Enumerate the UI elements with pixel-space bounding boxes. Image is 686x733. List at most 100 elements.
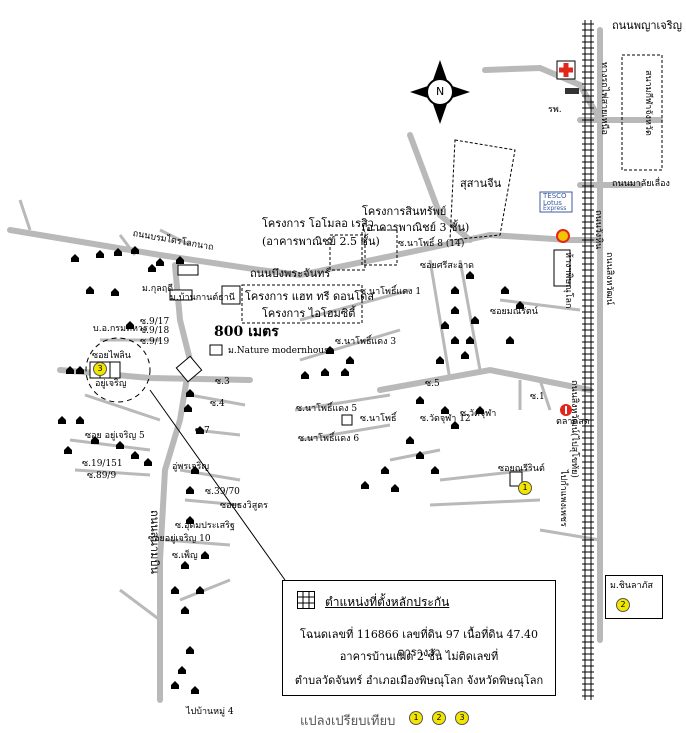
comparison-marker-1: 1 [409, 711, 423, 725]
house-icon [326, 346, 334, 354]
soi-label: ซ.89/9 [87, 471, 117, 481]
soi-label: ซ.7 [195, 426, 210, 436]
soi-label: ซ.นาโพธิ์ 8 (14) [398, 239, 465, 249]
building-blocks [169, 249, 571, 487]
house-icon [184, 404, 192, 412]
soi-label: อู่พรเจริญ [172, 462, 210, 472]
soi-label: บ.อ.กรมทหาร [93, 324, 148, 334]
tesco-line2: Lotus [543, 199, 562, 207]
house-icon [178, 666, 186, 674]
comparison-marker-map-2: 2 [616, 598, 630, 612]
house-icon [66, 366, 74, 374]
house-icon [131, 246, 139, 254]
project-4-label: โครงการ ไอโฮมซิตี้ [262, 307, 356, 320]
road-label-rail: ทางรถไฟสายเหนือ [599, 62, 609, 135]
city-office-label: ห้างฯพิษณุโลก [563, 252, 573, 309]
house-icon [191, 686, 199, 694]
soi-label: ซ.นาโพธิ์แดง 1 [360, 287, 422, 297]
project-box-2 [361, 229, 398, 266]
road-label-singhawat: ถนนสิงหวัฒน์ [604, 252, 614, 305]
soi-label: ซ.นาโพธิ์แดง 6 [298, 434, 360, 444]
soi-label: ซอยณรีรินต์ [498, 464, 545, 474]
tesco-line3: Express [543, 205, 567, 212]
house-icon [466, 336, 474, 344]
road-label-malai: ถนนมาลัยเลื่อง [612, 179, 670, 189]
house-icon [186, 389, 194, 397]
soi-label: ซ.5 [425, 379, 440, 389]
subject-marker-3: 3 [93, 362, 107, 376]
legend-line3: ตำบลวัดจันทร์ อำเภอเมืองพิษณุโลก จังหวัด… [294, 674, 544, 687]
soi-label: ซ.19/151 [82, 459, 123, 469]
house-icon [516, 301, 524, 309]
soi-label: ซ.อุดมประเสริฐ [175, 521, 235, 531]
legend-line2: อาคารบ้านแฝด 2 ชั้น ไม่ติดเลขที่ [339, 650, 499, 663]
house-icon [451, 421, 459, 429]
road-label-top-right: ถนนพญาเจริญ [612, 19, 682, 32]
radius-circle [85, 337, 151, 403]
house-icon [58, 416, 66, 424]
project-2-label: โครงการสินทรัพย์ [362, 205, 447, 218]
cemetery-label: สุสานจีน [460, 177, 502, 190]
house-icon [186, 646, 194, 654]
collateral-icon [297, 591, 315, 609]
market-label: ตลาดสด [556, 417, 590, 427]
house-icon [196, 426, 204, 434]
project-box-3 [241, 284, 363, 324]
house-icon [186, 516, 194, 524]
house-icon [416, 451, 424, 459]
house-icon [476, 406, 484, 414]
soi-label: ซ.วัดจุฬา 12 [420, 414, 471, 424]
house-icon [171, 681, 179, 689]
house-icon [171, 586, 179, 594]
house-icon [76, 366, 84, 374]
road-network [7, 27, 663, 703]
house-icon [96, 250, 104, 258]
project-3-label: โครงการ แฮท ทรี ดอนโดส [245, 290, 375, 303]
north-label: N [436, 85, 445, 98]
project-1-label: โครงการ โอโมลอ เรสิว [262, 217, 374, 230]
house-icon [501, 286, 509, 294]
comparison-marker-2: 2 [432, 711, 446, 725]
legend-box: ตำแหน่งที่ตั้งหลักประกัน โฉนดเลขที่ 1168… [282, 580, 556, 696]
road-label-big-c: ถนนสิงหวัฒน์(ไปสุโขทัย) [569, 380, 579, 478]
comparison-box-2: ม.ชินลาภัส 2 [605, 575, 663, 619]
soi-label: ซอย อยู่เจริญ 5 [85, 431, 145, 441]
house-icon [441, 406, 449, 414]
house-icon [361, 481, 369, 489]
soi-label: ซอยศรีสะอาด [420, 261, 474, 271]
tesco-line1: TESCO [543, 192, 567, 200]
house-icon [186, 486, 194, 494]
house-icon [451, 336, 459, 344]
house-icon [114, 248, 122, 256]
soi-label: ซ.นาโพธิ์ [360, 414, 397, 424]
soi-label: ซอยไพลิน [92, 351, 131, 361]
soi-label: ซ.นาโพธิ์แดง 3 [335, 337, 397, 347]
nong-ngu-label: อยู่เจริญ [95, 379, 127, 389]
house-icon [196, 586, 204, 594]
road-label-to-moo4: ไปบ้านหมู่ 4 [186, 707, 234, 717]
house-icon [506, 336, 514, 344]
khongthanee-label: ม.บ้านกานต์ธานี [170, 293, 235, 303]
comparison-marker-3: 3 [455, 711, 469, 725]
road-label-wanghin: ถนนวังหิน [593, 210, 603, 250]
house-icon [116, 441, 124, 449]
project-2b-label: (อาคารพาณิชย์ 3 ชั้น) [362, 221, 470, 234]
house-icon [91, 436, 99, 444]
traffic-light-icon [565, 88, 579, 94]
legend-title: ตำแหน่งที่ตั้งหลักประกัน [325, 595, 450, 609]
soi-label: ซ.9/18 [140, 326, 170, 336]
cemetery-area [449, 139, 516, 241]
nature-house-label: ม.Nature modernhouse [228, 346, 335, 356]
house-icon [64, 446, 72, 454]
house-icon [431, 466, 439, 474]
stadium-label: สนามกีฬาจังหวัด [643, 70, 653, 136]
soi-label: ซอยธงวิสูตร [220, 501, 268, 511]
road-label-to-kamphaeng: ไปกำแพงเพชร [558, 470, 568, 527]
soi-label: ซ.เพ็ญ [172, 551, 198, 561]
house-icon [461, 351, 469, 359]
house-icon [391, 484, 399, 492]
house-icon [181, 606, 189, 614]
tesco-logo [539, 191, 573, 213]
gas-station-icon [556, 229, 570, 243]
house-icon [466, 271, 474, 279]
